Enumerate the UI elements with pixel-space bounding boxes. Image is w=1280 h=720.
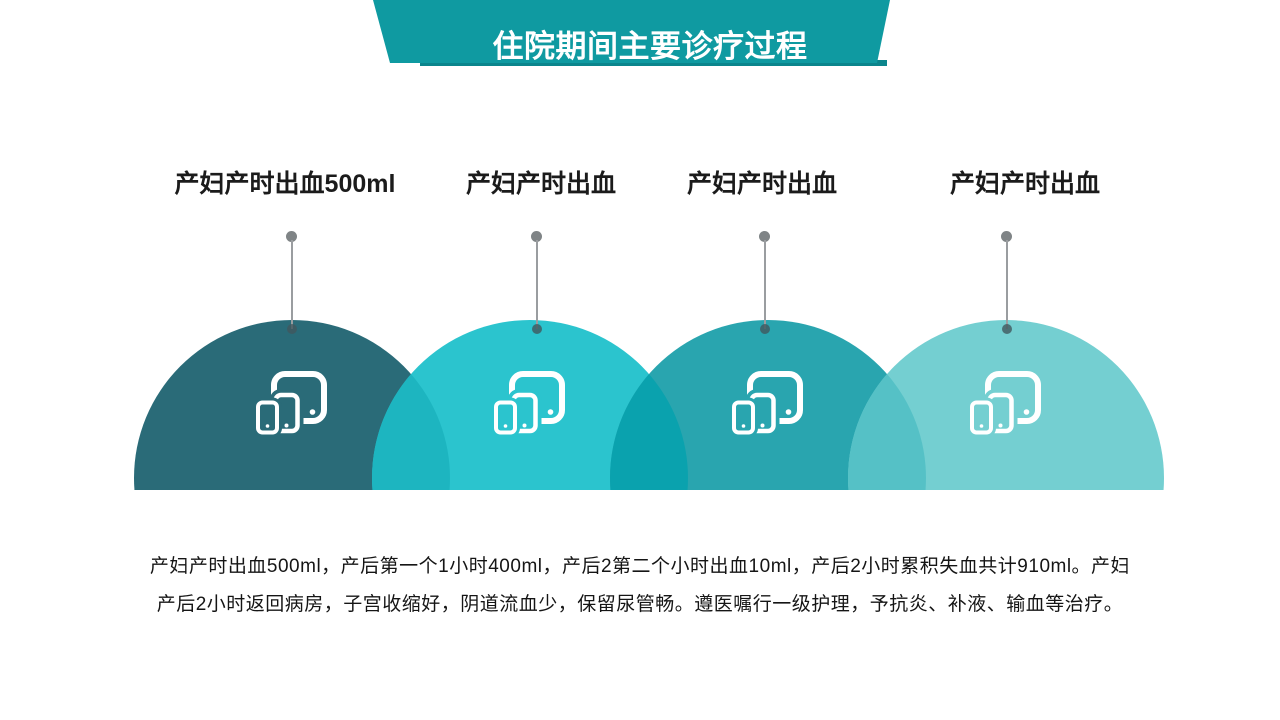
pin-bottom-dot: [1001, 324, 1012, 334]
pin-top-dot: [759, 231, 770, 242]
connector-pin-2: [531, 231, 542, 335]
connector-pin-4: [1001, 231, 1012, 335]
pin-top-dot: [1001, 231, 1012, 242]
summary-paragraph: 产妇产时出血500ml，产后第一个1小时400ml，产后2第二个小时出血10ml…: [140, 548, 1140, 624]
circle-overlap-3-4: [848, 374, 926, 490]
step-label-3: 产妇产时出血: [686, 170, 838, 198]
slide-title: 住院期间主要诊疗过程: [492, 29, 808, 64]
steps-circle-band: [134, 320, 1164, 490]
connector-pin-3: [759, 231, 770, 335]
pin-line: [763, 240, 766, 329]
pin-line: [535, 240, 538, 329]
banner-shadow-strip: [420, 60, 887, 66]
pin-line: [290, 240, 293, 329]
connector-pin-1: [286, 231, 297, 335]
title-banner: [373, 0, 890, 63]
pin-line: [1005, 240, 1008, 329]
circle-overlap-1-2: [372, 374, 450, 490]
paragraph-line-1: 产妇产时出血500ml，产后第一个1小时400ml，产后2第二个小时出血10ml…: [149, 556, 1131, 577]
pin-top-dot: [531, 231, 542, 242]
step-label-4: 产妇产时出血: [949, 170, 1101, 198]
pin-bottom-dot: [531, 324, 542, 334]
step-label-1: 产妇产时出血500ml: [174, 170, 396, 198]
pin-bottom-dot: [759, 324, 770, 334]
circle-overlap-2-3: [610, 374, 688, 490]
paragraph-line-2: 产后2小时返回病房，子宫收缩好，阴道流血少，保留尿管畅。遵医嘱行一级护理，予抗炎…: [156, 594, 1124, 615]
pin-top-dot: [286, 231, 297, 242]
step-label-2: 产妇产时出血: [465, 170, 617, 198]
pin-bottom-dot: [286, 324, 297, 334]
